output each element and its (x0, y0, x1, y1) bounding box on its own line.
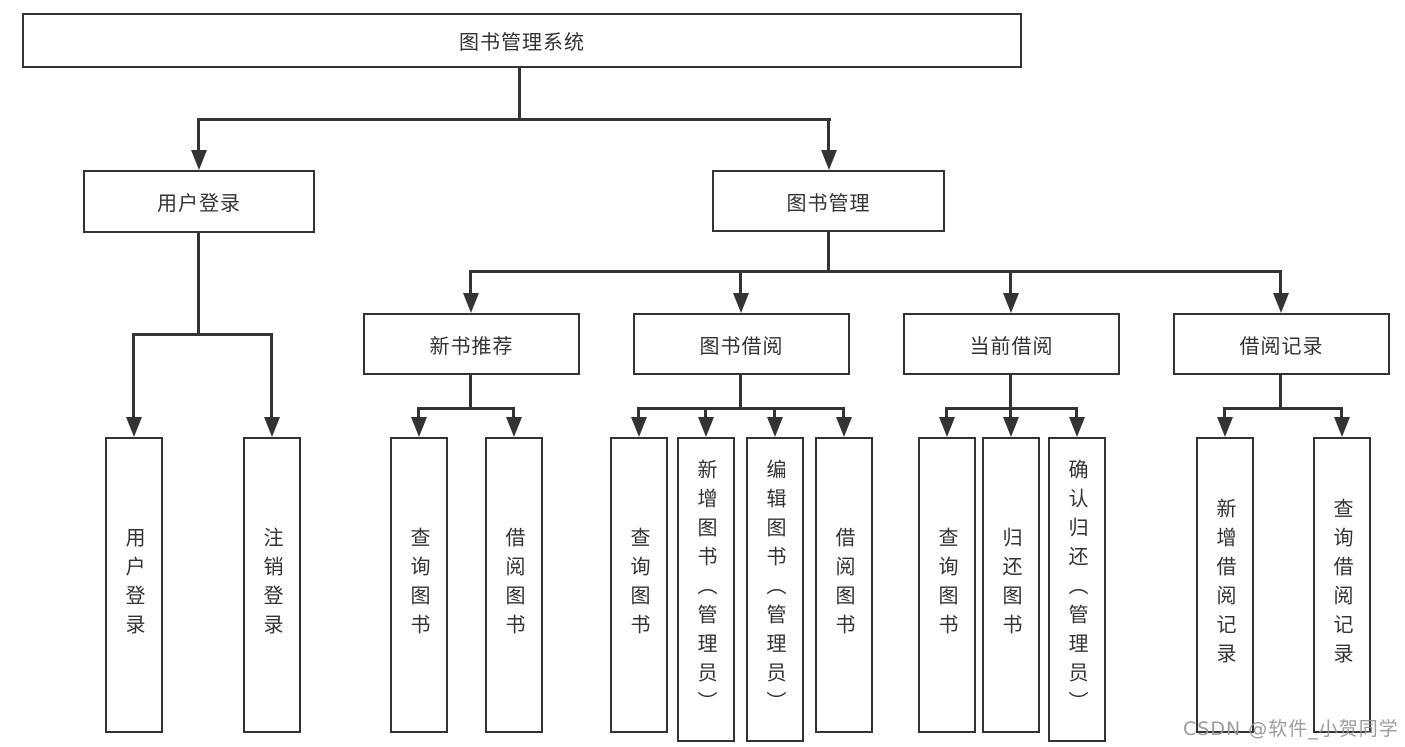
leaf-query-books-recommend: 查询图书 (390, 437, 448, 733)
leaf-user-login: 用户登录 (105, 437, 163, 733)
connector-drop-borrow-records (1279, 270, 1282, 295)
leaf-query-borrow-record: 查询借阅记录 (1313, 437, 1371, 733)
node-user-login-branch: 用户登录 (83, 170, 315, 233)
connector-login-stem (197, 233, 200, 335)
leaf-label: 查询图书 (935, 527, 959, 643)
leaf-label: 新增借阅记录 (1213, 498, 1237, 672)
connector-drop (945, 407, 948, 419)
arrowhead (939, 417, 955, 437)
leaf-label: 查询图书 (407, 527, 431, 643)
leaf-label: 用户登录 (122, 527, 146, 643)
leaf-borrow-books-recommend: 借阅图书 (485, 437, 543, 733)
connector-root-bar (199, 118, 831, 121)
leaf-return-books: 归还图书 (982, 437, 1040, 733)
arrowhead (631, 417, 647, 437)
connector-newbook-stem (469, 375, 472, 409)
node-label: 新书推荐 (429, 333, 514, 358)
connector-mgmt-bar (471, 270, 1282, 273)
connector-drop (1075, 407, 1078, 419)
connector-drop (704, 407, 707, 419)
connector-current-bar (947, 407, 1078, 410)
arrowhead-current-borrow (1003, 293, 1019, 313)
leaf-label: 借阅图书 (502, 527, 526, 643)
leaf-label: 查询图书 (627, 527, 651, 643)
leaf-label: 查询借阅记录 (1330, 498, 1354, 672)
leaf-label: 注销登录 (260, 527, 284, 643)
connector-mgmt-stem (827, 232, 830, 272)
connector-drop (773, 407, 776, 419)
node-label: 借阅记录 (1239, 333, 1324, 358)
connector-drop (512, 407, 515, 419)
arrowhead (1217, 417, 1233, 437)
connector-borrowing-bar (639, 407, 845, 410)
arrowhead-logout-leaf (264, 417, 280, 437)
arrowhead-borrow-records (1273, 293, 1289, 313)
connector-drop-new-books (469, 270, 472, 295)
leaf-label: 新增图书（管理员） (694, 459, 718, 720)
arrowhead (1069, 417, 1085, 437)
node-book-management-branch: 图书管理 (712, 170, 945, 232)
leaf-label: 确认归还（管理员） (1065, 459, 1089, 720)
connector-drop-logout-leaf (270, 333, 273, 419)
node-label: 图书管理 (786, 190, 871, 215)
connector-drop (1009, 407, 1012, 419)
connector-drop (1223, 407, 1226, 419)
node-label: 当前借阅 (969, 333, 1054, 358)
connector-drop (417, 407, 420, 419)
connector-login-bar (134, 333, 273, 336)
node-book-borrowing: 图书借阅 (633, 313, 850, 375)
arrowhead (698, 417, 714, 437)
connector-root-stem (518, 68, 521, 120)
connector-drop-book-mgmt (827, 118, 830, 152)
arrowhead (411, 417, 427, 437)
leaf-borrow-books: 借阅图书 (815, 437, 873, 733)
arrowhead (767, 417, 783, 437)
arrowhead-new-books (463, 293, 479, 313)
arrowhead (836, 417, 852, 437)
node-current-borrowing: 当前借阅 (903, 313, 1120, 375)
connector-drop-book-borrow (739, 270, 742, 295)
node-library-management-system: 图书管理系统 (22, 13, 1022, 68)
leaf-edit-books-admin: 编辑图书（管理员） (746, 437, 804, 742)
connector-records-bar (1225, 407, 1343, 410)
connector-drop (1340, 407, 1343, 419)
node-label: 图书借阅 (699, 333, 784, 358)
arrowhead-login-leaf (126, 417, 142, 437)
arrowhead-book-mgmt (821, 150, 837, 170)
node-borrow-records: 借阅记录 (1173, 313, 1390, 375)
leaf-query-books-borrowing: 查询图书 (610, 437, 668, 733)
arrowhead (506, 417, 522, 437)
connector-records-stem (1279, 375, 1282, 409)
arrowhead (1334, 417, 1350, 437)
leaf-label: 借阅图书 (832, 527, 856, 643)
connector-current-stem (1009, 375, 1012, 409)
leaf-label: 编辑图书（管理员） (763, 459, 787, 720)
leaf-add-books-admin: 新增图书（管理员） (677, 437, 735, 742)
node-new-book-recommend: 新书推荐 (363, 313, 580, 375)
connector-drop-login-leaf (132, 333, 135, 419)
leaf-add-borrow-record: 新增借阅记录 (1196, 437, 1254, 733)
arrowhead-book-borrow (733, 293, 749, 313)
connector-borrowing-stem (739, 375, 742, 409)
leaf-query-books-current: 查询图书 (918, 437, 976, 733)
node-label: 用户登录 (157, 191, 241, 215)
connector-newbook-bar (419, 407, 515, 410)
connector-drop-current-borrow (1009, 270, 1012, 295)
leaf-label: 归还图书 (999, 527, 1023, 643)
csdn-watermark: CSDN @软件_小贺同学 (1183, 718, 1399, 740)
leaf-logout: 注销登录 (243, 437, 301, 733)
arrowhead-user-login (191, 150, 207, 170)
connector-drop (842, 407, 845, 419)
node-label: 图书管理系统 (459, 30, 585, 54)
connector-drop (637, 407, 640, 419)
leaf-confirm-return-admin: 确认归还（管理员） (1048, 437, 1106, 742)
connector-drop-user-login (197, 118, 200, 152)
arrowhead (1003, 417, 1019, 437)
